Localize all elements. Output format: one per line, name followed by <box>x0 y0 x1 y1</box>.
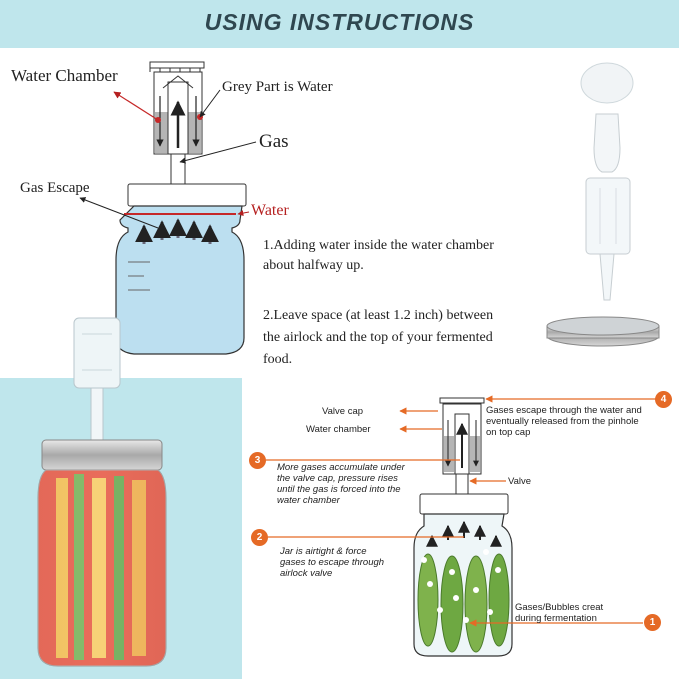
bottom-airlock <box>440 398 484 494</box>
airlock-parts <box>547 63 659 346</box>
step-2-line-2: the airlock and the top of your fermente… <box>263 327 493 349</box>
callout-valve: Valve <box>508 476 531 487</box>
callout-more-gases-line-3: until the gas is forced into the <box>277 484 405 495</box>
callout-gases-escape-line-3: on top cap <box>486 427 642 438</box>
step-2-line-1: 2.Leave space (at least 1.2 inch) betwee… <box>263 305 493 327</box>
callout-airtight-line-2: gases to escape through <box>280 557 384 568</box>
step-1-line-1: 1.Adding water inside the water chamber <box>263 236 494 256</box>
callout-more-gases-line-1: More gases accumulate under <box>277 462 405 473</box>
top-airlock <box>150 62 204 184</box>
step-number-1: 1 <box>644 614 661 631</box>
callout-more-gases-line-4: water chamber <box>277 495 405 506</box>
bottom-jar <box>414 494 512 656</box>
callout-more-gases: More gases accumulate under the valve ca… <box>277 462 405 506</box>
callout-airtight-line-1: Jar is airtight & force <box>280 546 384 557</box>
step-number-4: 4 <box>655 391 672 408</box>
label-gas: Gas <box>259 131 289 153</box>
callout-gases-escape: Gases escape through the water and event… <box>486 405 642 438</box>
label-gas-escape: Gas Escape <box>20 180 90 197</box>
step-number-2: 2 <box>251 529 268 546</box>
step-2: 2.Leave space (at least 1.2 inch) betwee… <box>263 305 493 371</box>
leader-grey-part <box>200 90 220 117</box>
label-grey-part: Grey Part is Water <box>222 79 333 96</box>
pickle-jar-photo <box>38 318 166 666</box>
callout-valve-cap: Valve cap <box>322 406 363 417</box>
callout-airtight-line-3: airlock valve <box>280 568 384 579</box>
callout-bubbles-line-2: during fermentation <box>515 613 603 624</box>
callout-gases-escape-line-1: Gases escape through the water and <box>486 405 642 416</box>
callout-bubbles: Gases/Bubbles creat during fermentation <box>515 602 603 624</box>
step-1: 1.Adding water inside the water chamber … <box>263 236 494 276</box>
label-water-chamber: Water Chamber <box>11 66 118 86</box>
step-number-3: 3 <box>249 452 266 469</box>
step-1-line-2: about halfway up. <box>263 256 494 276</box>
leader-water-chamber <box>114 92 158 120</box>
top-jar <box>116 184 246 354</box>
callout-water-chamber: Water chamber <box>306 424 371 435</box>
callout-bubbles-line-1: Gases/Bubbles creat <box>515 602 603 613</box>
label-water: Water <box>251 202 289 220</box>
callout-more-gases-line-2: the valve cap, pressure rises <box>277 473 405 484</box>
callout-airtight: Jar is airtight & force gases to escape … <box>280 546 384 579</box>
step-2-line-3: food. <box>263 349 493 371</box>
callout-gases-escape-line-2: eventually released from the pinhole <box>486 416 642 427</box>
